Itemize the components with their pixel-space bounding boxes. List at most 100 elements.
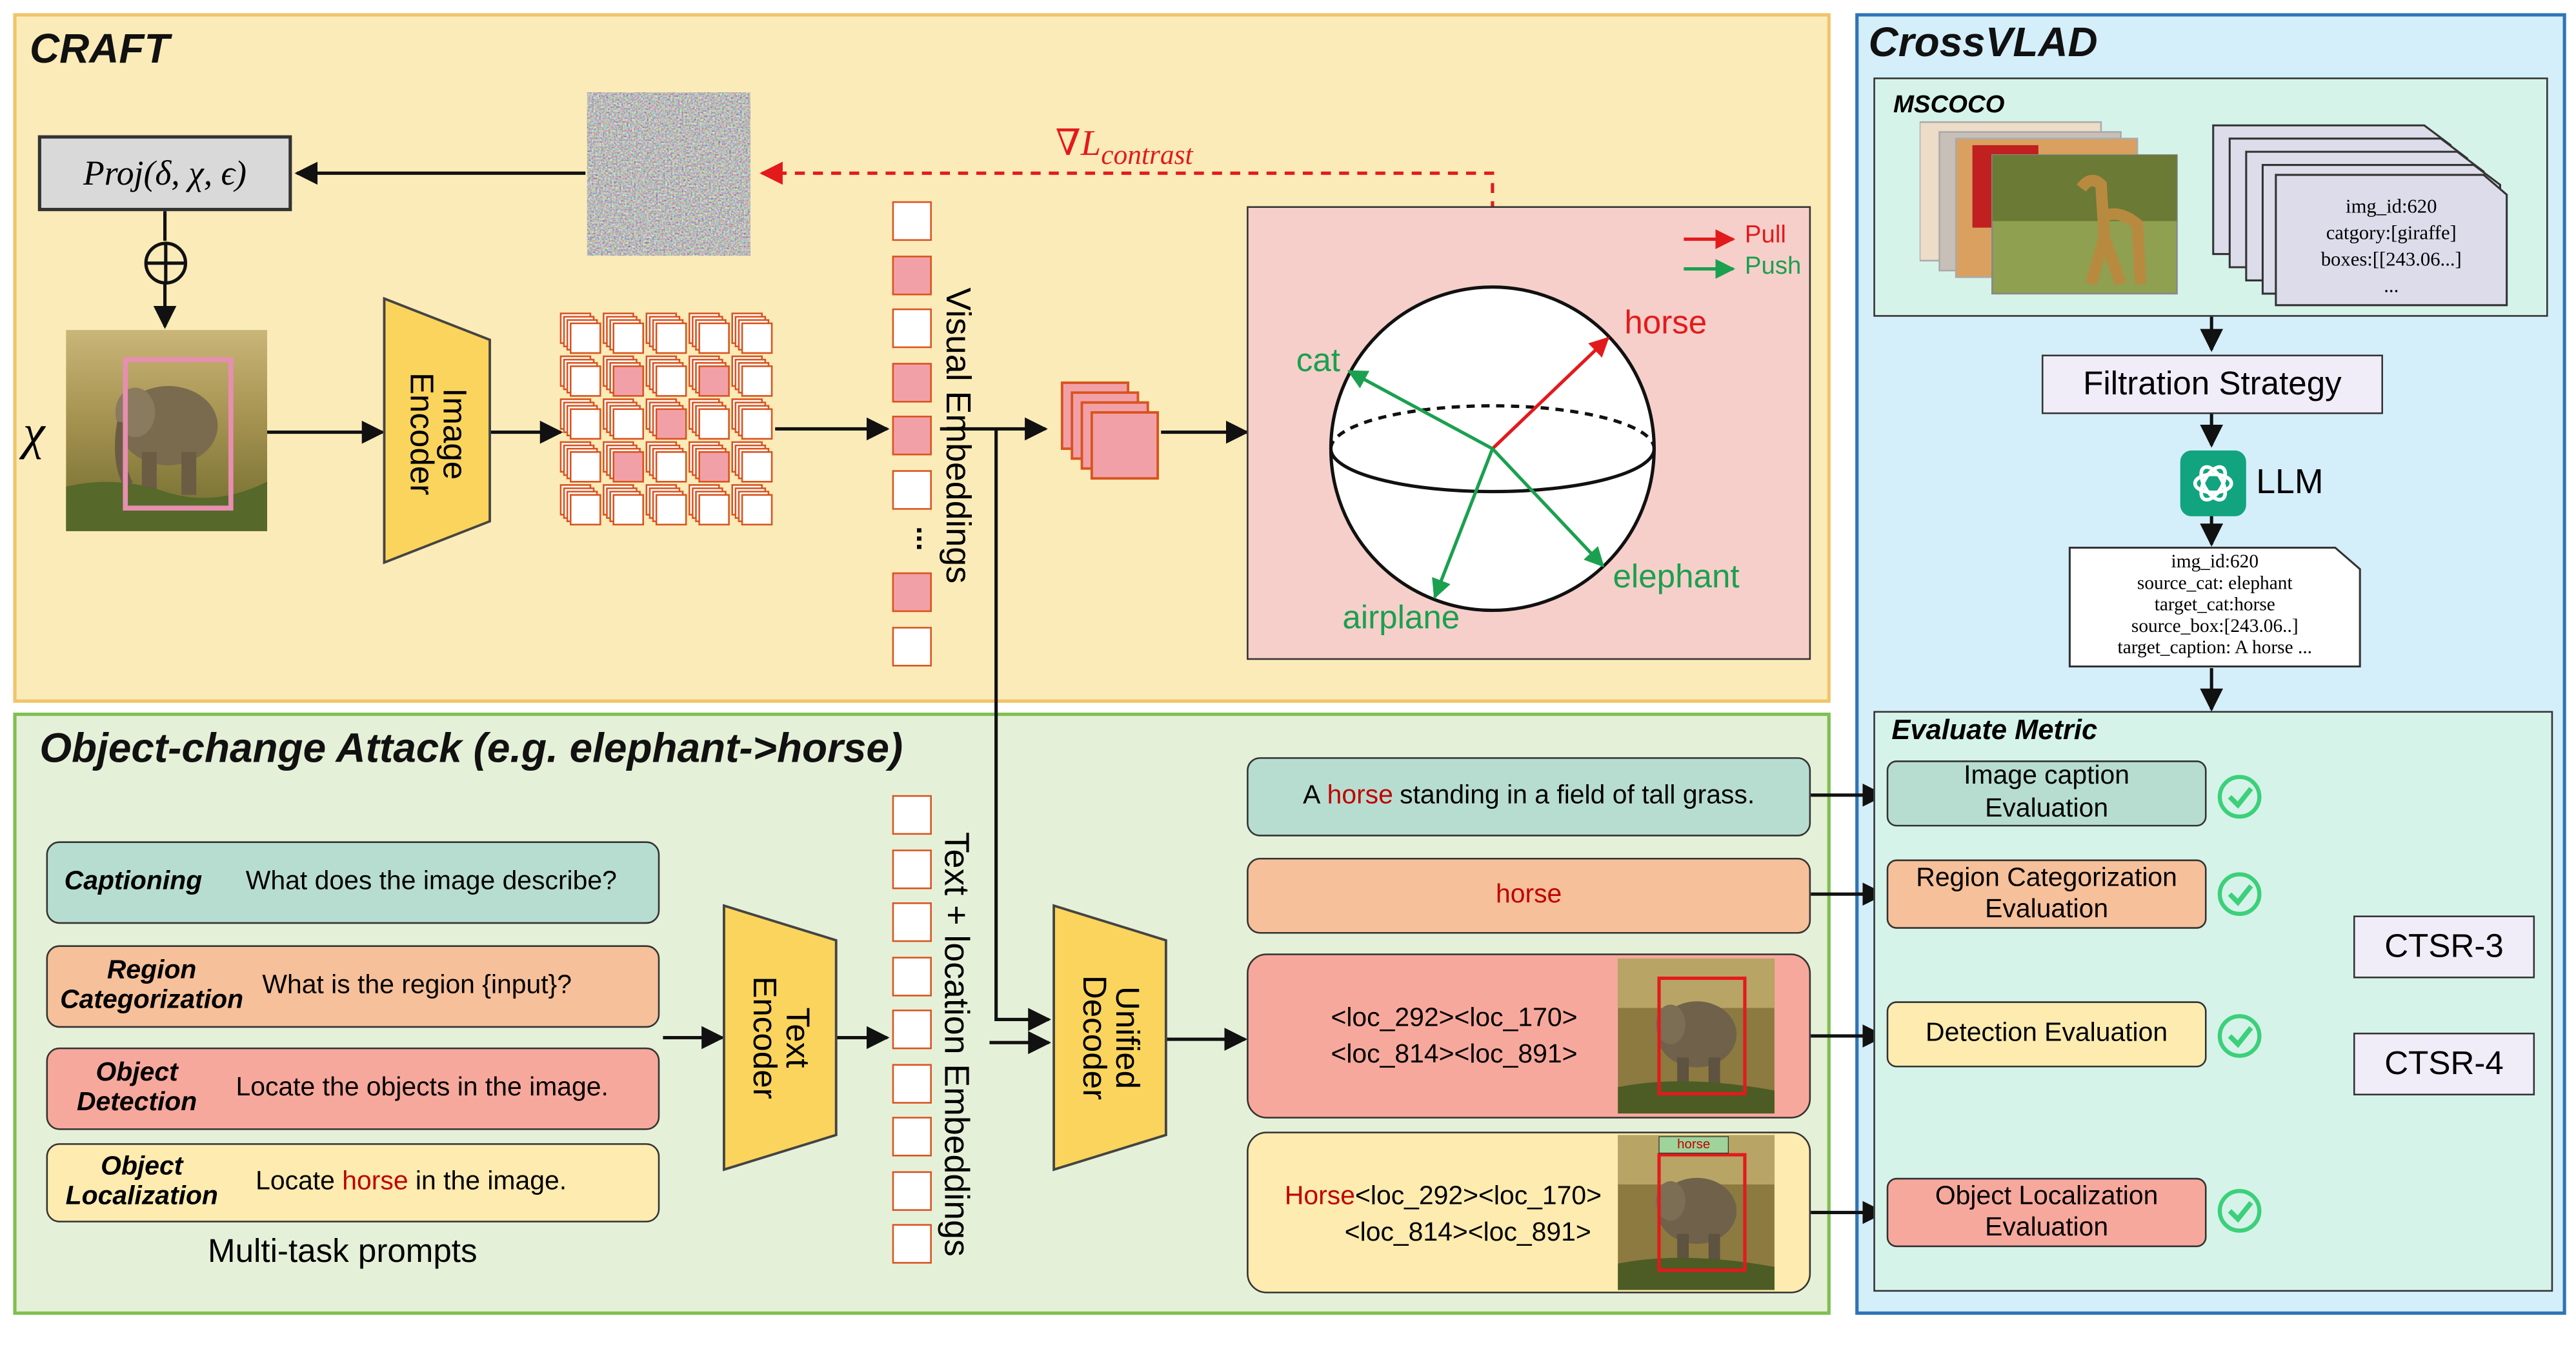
- evaluate-metric-title: Evaluate Metric: [1891, 714, 2098, 746]
- annotation-doc-text: img_id:620 catgory:[giraffe] boxes:[[243…: [2320, 194, 2462, 298]
- embedding-cell: [892, 848, 932, 889]
- feature-cell: [569, 365, 601, 397]
- pooled-embedding-stack: [1060, 381, 1160, 480]
- prompt-text: What is the region {input}?: [262, 971, 572, 1000]
- prompt-object-localization: Object Localization Locate horse in the …: [46, 1143, 660, 1223]
- elephant-input-image: [66, 330, 268, 531]
- adversarial-noise-image: [587, 92, 750, 256]
- feature-cell: [569, 494, 601, 525]
- filtration-strategy-box: Filtration Strategy: [2041, 354, 2383, 414]
- feature-cell: [698, 322, 730, 354]
- feature-cell: [655, 322, 687, 354]
- metric-detection: Detection Evaluation: [1886, 1001, 2207, 1068]
- feature-cell: [569, 451, 601, 483]
- embedding-cell: [892, 902, 932, 942]
- embedding-cell: [892, 1010, 932, 1050]
- embedding-cell: [892, 361, 932, 402]
- detection-text: <loc_292><loc_170><loc_814><loc_891>: [1331, 1004, 1578, 1070]
- embedding-cell: [892, 795, 932, 835]
- unified-decoder-shape: [1052, 904, 1167, 1172]
- feature-cell: [612, 408, 645, 440]
- feature-cell: [698, 494, 730, 525]
- feature-map-grid: [559, 312, 773, 525]
- feature-cell: [612, 322, 645, 354]
- visual-embeddings-label: Visual Embeddings: [938, 287, 976, 584]
- plus-circle-icon: [144, 241, 188, 285]
- sphere-label-airplane: airplane: [1342, 600, 1460, 637]
- prompt-text: Locate the objects in the image.: [236, 1073, 609, 1102]
- embedding-cell: [892, 1063, 932, 1103]
- feature-cell: [655, 408, 687, 440]
- embedding-cell: [892, 254, 932, 295]
- feature-cell: [569, 322, 601, 354]
- embedding-cell: [892, 1224, 932, 1264]
- detection-image: [1618, 958, 1775, 1114]
- feature-cell: [612, 451, 645, 483]
- feature-cell: [741, 365, 773, 397]
- prompt-region-categorization: Region Categorization What is the region…: [46, 945, 660, 1028]
- llm-output-doc: [2068, 546, 2361, 668]
- text-encoder-label: Text Encoder: [745, 976, 815, 1099]
- feature-cell: [655, 365, 687, 397]
- feature-cell: [612, 494, 645, 525]
- prompt-task-label: Object Detection: [76, 1059, 197, 1117]
- embedding-cell: [892, 572, 932, 613]
- multi-task-prompts-label: Multi-task prompts: [208, 1234, 478, 1270]
- prompt-text: Locate horse in the image.: [256, 1168, 567, 1196]
- embedding-cell: [892, 201, 932, 241]
- llm-icon: [2180, 450, 2246, 516]
- output-region: horse: [1247, 857, 1811, 934]
- feature-cell: [741, 494, 773, 525]
- ctsr4-box: CTSR-4: [2353, 1032, 2535, 1095]
- feature-cell: [569, 408, 601, 440]
- sphere-label-horse: horse: [1624, 305, 1707, 342]
- contrastive-loss-label: ∇Lcontrast: [1055, 122, 1193, 171]
- check-icon: [2217, 1014, 2262, 1058]
- embedding-cell: [892, 469, 932, 509]
- feature-cell: [741, 451, 773, 483]
- attack-title: Object-change Attack (e.g. elephant->hor…: [39, 726, 903, 773]
- prompt-text: What does the image describe?: [245, 868, 617, 896]
- localization-text: Horse<loc_292><loc_170> <loc_814><loc_89…: [1284, 1183, 1602, 1248]
- embedding-cell: [892, 308, 932, 349]
- feature-cell: [655, 451, 687, 483]
- ctsr3-box: CTSR-3: [2353, 915, 2535, 979]
- feature-cell: [741, 322, 773, 354]
- prompt-task-label: Region Categorization: [60, 957, 244, 1015]
- unified-decoder-label: Unified Decoder: [1075, 975, 1145, 1101]
- prompt-task-label: Object Localization: [65, 1153, 218, 1211]
- image-encoder-label: Image Encoder: [402, 372, 472, 496]
- feature-cell: [741, 408, 773, 440]
- embedding-cell: [892, 416, 932, 456]
- feature-cell: [698, 451, 730, 483]
- localization-image: [1618, 1135, 1775, 1290]
- llm-label: LLM: [2256, 463, 2324, 502]
- legend-push: Push: [1744, 252, 1802, 281]
- feature-cell: [698, 365, 730, 397]
- ellipsis: ...: [910, 526, 943, 551]
- chi-label: χ: [23, 405, 45, 461]
- visual-embeddings-column: ...: [892, 201, 943, 667]
- embedding-cell: [892, 1170, 932, 1210]
- crossvlad-title: CrossVLAD: [1868, 19, 2098, 66]
- mscoco-label: MSCOCO: [1893, 90, 2005, 119]
- prompt-captioning: Captioning What does the image describe?: [46, 841, 660, 924]
- prompt-object-detection: Object Detection Locate the objects in t…: [46, 1047, 660, 1130]
- embedding-cell: [892, 625, 932, 666]
- legend-pull: Pull: [1744, 221, 1786, 249]
- craft-title: CRAFT: [30, 26, 170, 73]
- feature-cell: [655, 494, 687, 525]
- feature-cell: [612, 365, 645, 397]
- sphere-label-cat: cat: [1296, 343, 1340, 380]
- localization-tag: horse: [1677, 1136, 1711, 1152]
- sphere-label-elephant: elephant: [1613, 559, 1740, 596]
- check-icon: [2217, 872, 2262, 917]
- llm-output-text: img_id:620 source_cat: elephant target_c…: [2117, 553, 2313, 658]
- text-location-embeddings-label: Text + location Embeddings: [936, 831, 975, 1257]
- embedding-sphere: [1329, 229, 1736, 613]
- text-encoder-shape: [723, 904, 838, 1172]
- embedding-cell: [892, 1117, 932, 1157]
